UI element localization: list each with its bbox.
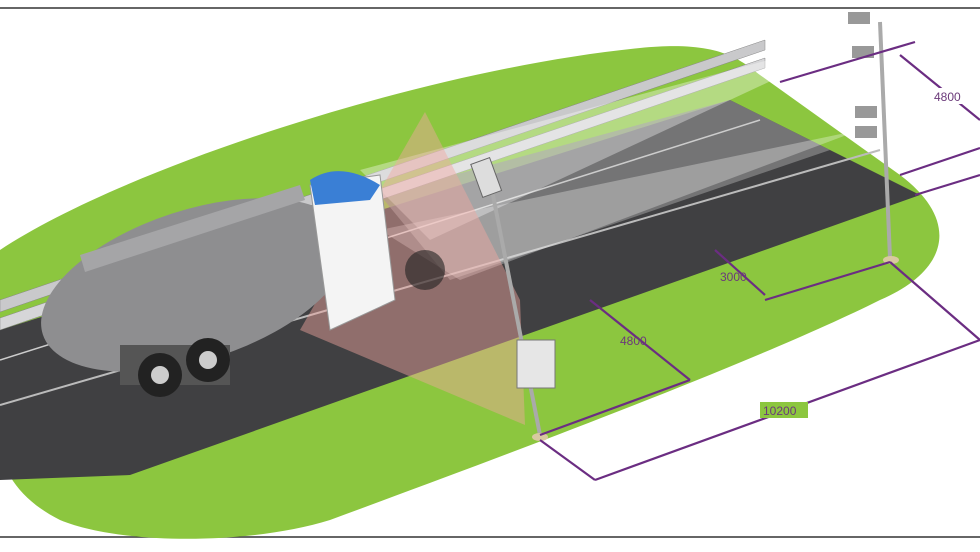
- tanker-truck: [41, 171, 445, 397]
- control-cabinet: [516, 339, 556, 389]
- label-bg: [760, 402, 808, 418]
- camera-beam: [380, 130, 860, 280]
- dimension-label-lane-offset: 3000: [720, 270, 747, 284]
- dimension-label-sensor-span: 4800: [620, 334, 647, 348]
- label-bg: [930, 88, 970, 104]
- dimension-label-camera-span: 4800: [934, 90, 961, 104]
- sensor-pole: [470, 156, 556, 441]
- camera-icon: [855, 126, 877, 138]
- dimension-label-total-length: 10200: [763, 404, 797, 418]
- camera-pole: [848, 12, 899, 264]
- road-lit-area: [380, 100, 830, 280]
- camera-icon: [848, 12, 870, 24]
- camera-icon: [855, 106, 877, 118]
